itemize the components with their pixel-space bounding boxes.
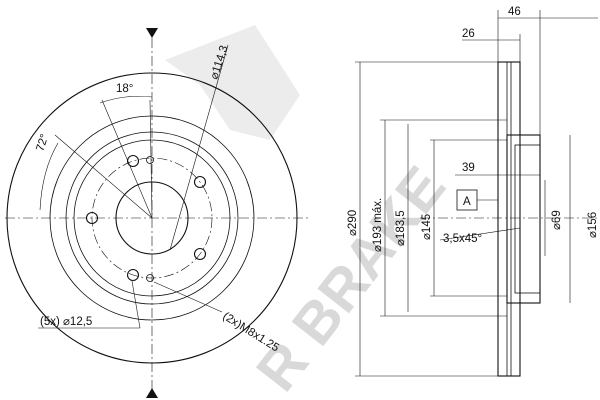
thread-leader [153, 281, 223, 313]
angle-ray [101, 99, 153, 219]
chamfer-leader [439, 227, 521, 241]
bolt-hole [126, 268, 140, 282]
threaded-hole [146, 156, 154, 164]
pcd-leader [169, 44, 229, 251]
hub-face [514, 144, 541, 294]
datum-label: A [463, 196, 471, 208]
friction-ring-section [497, 61, 521, 377]
angle-18-label: 18° [116, 83, 133, 95]
bolt-hole [126, 154, 140, 168]
angle-72-label: 72° [34, 133, 51, 153]
bolt-hole [85, 211, 99, 225]
holes-label: (5x) ⌀12,5 [40, 316, 92, 328]
threaded-hole [146, 274, 154, 282]
bolt-hole [193, 247, 207, 261]
dim-156-label: ⌀156 [587, 212, 599, 238]
section-arrow-bottom [146, 388, 158, 398]
watermark: R BRAKE [165, 25, 458, 400]
dim-39-label: 39 [462, 162, 475, 174]
side-view: 46 26 ⌀290 ⌀193 máx. ⌀183,5 ⌀145 ⌀69 ⌀15… [347, 6, 600, 377]
chamfer-label: 3,5x45° [443, 233, 482, 245]
angle-arc-72 [39, 142, 59, 211]
dim-69-label: ⌀69 [551, 210, 563, 230]
watermark-logo-shape [165, 25, 300, 140]
dim-183-label: ⌀183,5 [395, 210, 407, 246]
angle-ray [54, 134, 153, 219]
bolt-hole [193, 175, 207, 189]
watermark-text: R BRAKE [244, 155, 458, 400]
dim-145-label: ⌀145 [421, 214, 433, 240]
hole-leader-stem [131, 280, 141, 329]
angle-ray [149, 99, 153, 219]
dim-26-label: 26 [462, 28, 475, 40]
dim-193-label: ⌀193 máx. [372, 198, 384, 252]
dim-46-label: 46 [508, 6, 521, 18]
angle-arc-18 [99, 95, 153, 104]
hat-section [506, 134, 541, 304]
dim-290-label: ⌀290 [347, 210, 359, 236]
section-arrow-top [146, 28, 158, 38]
